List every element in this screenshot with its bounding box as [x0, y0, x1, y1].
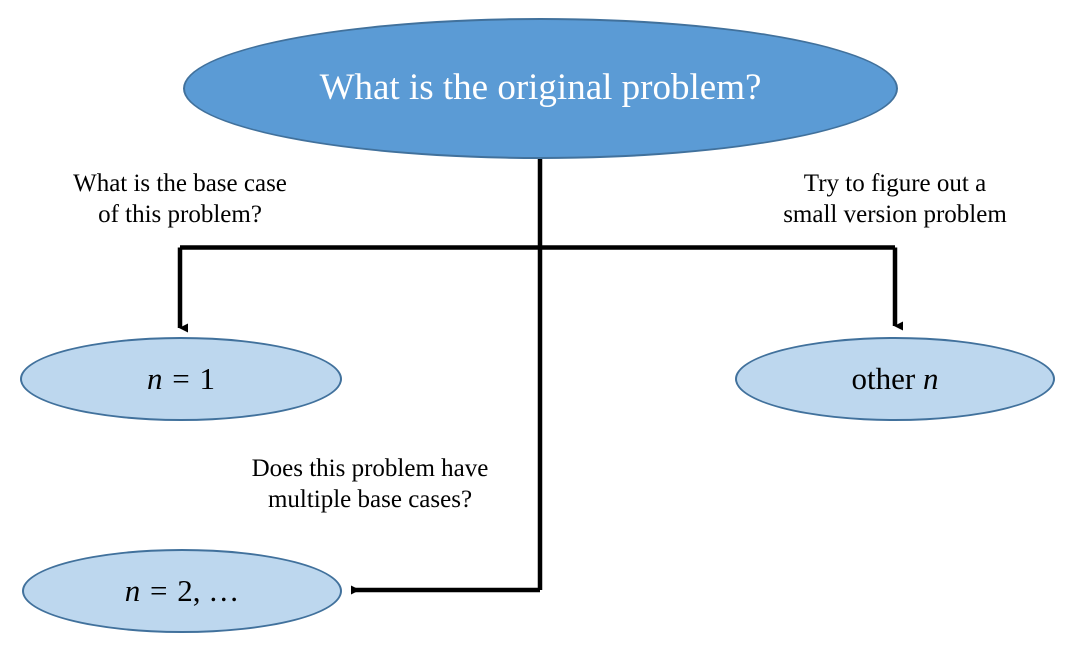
- node-root-problem[interactable]: What is the original problem?: [183, 18, 898, 159]
- node-base-case-n-equals-1[interactable]: n = 1: [20, 337, 342, 421]
- math-variable-n: n: [147, 360, 163, 396]
- math-variable-n: n: [124, 572, 141, 608]
- edge-label-multiple-base-cases-question: Does this problem have multiple base cas…: [251, 455, 489, 513]
- math-operator-equals: =: [164, 360, 198, 396]
- node-base-cases-n-equals-2[interactable]: n = 2, …: [22, 549, 342, 633]
- edge-label-base-case-question: What is the base case of this problem?: [73, 170, 287, 228]
- math-variable-n: n: [922, 360, 939, 396]
- math-value: 2, …: [177, 572, 240, 608]
- node-base-multi-label: n = 2, …: [124, 572, 240, 608]
- math-operator-equals: =: [142, 572, 176, 608]
- node-root-label: What is the original problem?: [319, 67, 762, 109]
- node-other-n[interactable]: other n: [735, 337, 1055, 421]
- node-other-n-prefix: other: [851, 360, 923, 396]
- math-value: 1: [199, 360, 215, 396]
- edge-label-small-version-question: Try to figure out a small version proble…: [783, 170, 1007, 228]
- node-base-one-label: n = 1: [147, 360, 215, 396]
- node-other-n-label: other n: [851, 360, 939, 396]
